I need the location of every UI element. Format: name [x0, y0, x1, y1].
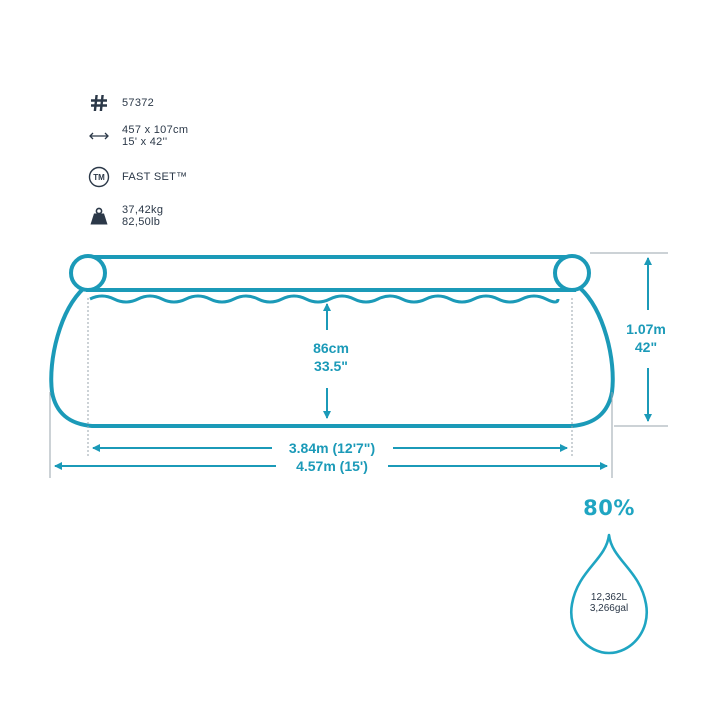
spec-weight: 37,42kg 82,50lb: [88, 204, 163, 228]
outer-width-label: 4.57m (15'): [296, 458, 368, 474]
water-surface: [89, 294, 560, 304]
pool-outline: [49, 286, 615, 428]
weight-kg: 37,42kg: [122, 204, 164, 216]
fill-percent: 80%: [583, 496, 635, 520]
spec-item-number: 57372: [88, 92, 154, 114]
trademark-icon: TM: [88, 166, 110, 188]
water-drop-icon: [569, 533, 649, 655]
item-number: 57372: [122, 97, 155, 109]
inner-width-label: 3.84m (12'7"): [289, 440, 375, 456]
top-ring: [69, 254, 591, 292]
outer-width-guides: [49, 252, 668, 478]
size-metric: 457 x 107cm: [122, 124, 189, 136]
svg-text:TM: TM: [93, 173, 105, 182]
type-label: FAST SET™: [122, 171, 188, 183]
inner-width-guides: [87, 298, 573, 458]
spec-type: TM FAST SET™: [88, 166, 187, 188]
size-arrows-icon: [88, 125, 110, 147]
size-imperial: 15' x 42'': [122, 136, 168, 148]
height-imperial: 42": [635, 339, 657, 355]
water-depth-metric: 86cm: [313, 340, 349, 356]
volume-gallons: 3,266gal: [589, 603, 629, 614]
volume-liters: 12,362L: [590, 592, 628, 603]
weight-icon: [88, 205, 110, 227]
hash-icon: [88, 92, 110, 114]
weight-lb: 82,50lb: [122, 216, 161, 228]
height-metric: 1.07m: [626, 321, 666, 337]
water-volume: 12,362L 3,266gal: [572, 592, 646, 614]
spec-size: 457 x 107cm 15' x 42'': [88, 124, 188, 148]
water-depth-imperial: 33.5": [314, 358, 348, 374]
